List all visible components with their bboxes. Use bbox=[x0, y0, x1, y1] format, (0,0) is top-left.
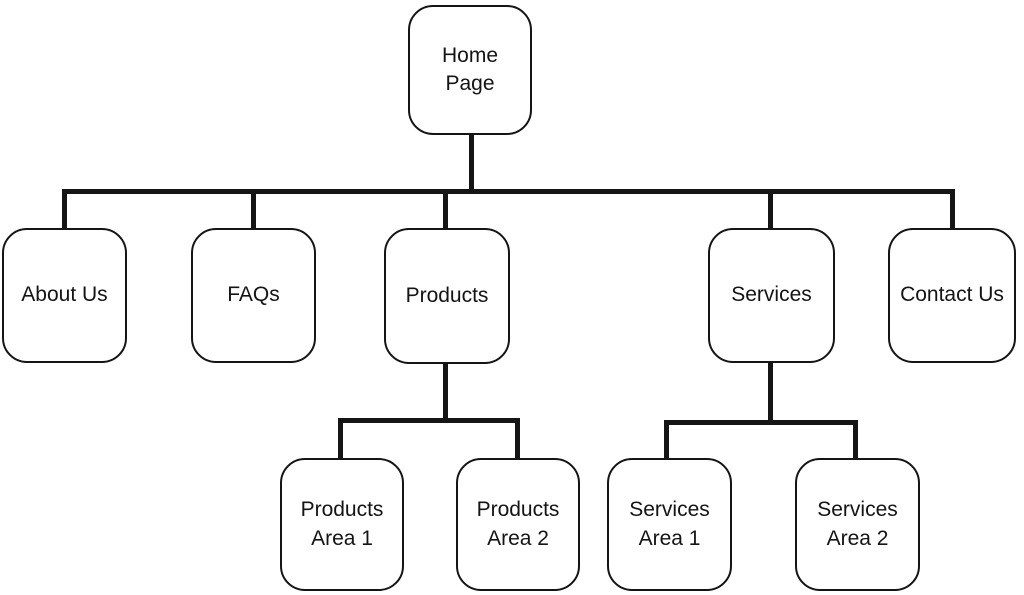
node-services-area-1: Services Area 1 bbox=[607, 458, 732, 591]
connector-products-horizontal bbox=[338, 418, 520, 423]
node-products-area-1: Products Area 1 bbox=[280, 458, 404, 591]
connector-services-horizontal bbox=[664, 420, 858, 425]
node-about-us: About Us bbox=[2, 228, 127, 363]
connector-main-horizontal bbox=[62, 189, 955, 194]
node-faqs-label: FAQs bbox=[227, 283, 280, 307]
node-about-us-label: About Us bbox=[21, 283, 108, 307]
node-products-label: Products bbox=[405, 283, 489, 307]
node-products-area-2: Products Area 2 bbox=[456, 458, 580, 591]
node-services-area-2: Services Area 2 bbox=[795, 458, 920, 591]
connector-services-area1-drop bbox=[664, 420, 669, 460]
node-services-label: Services bbox=[731, 283, 812, 307]
node-services-area-1-label: Services Area 1 bbox=[629, 498, 710, 550]
connector-services-stem bbox=[768, 362, 773, 424]
node-home-page: Home Page bbox=[408, 5, 532, 135]
connector-home-drop bbox=[469, 133, 474, 193]
node-home-page-label: Home Page bbox=[441, 43, 499, 95]
connector-faqs-drop bbox=[251, 189, 256, 230]
connector-products-stem bbox=[443, 362, 448, 422]
node-contact-us: Contact Us bbox=[888, 228, 1016, 363]
node-products-area-1-label: Products Area 1 bbox=[300, 498, 384, 550]
node-products: Products bbox=[384, 228, 510, 364]
connector-products-area1-drop bbox=[338, 418, 343, 460]
connector-products-area2-drop bbox=[515, 418, 520, 460]
connector-services-area2-drop bbox=[853, 420, 858, 460]
node-products-area-2-label: Products Area 2 bbox=[476, 498, 560, 550]
node-services: Services bbox=[708, 228, 835, 363]
connector-contact-drop bbox=[950, 189, 955, 230]
connector-services-drop bbox=[768, 189, 773, 230]
node-faqs: FAQs bbox=[191, 228, 316, 363]
connector-about-drop bbox=[62, 189, 67, 230]
connector-products-drop bbox=[443, 189, 448, 230]
node-contact-us-label: Contact Us bbox=[900, 283, 1004, 307]
node-services-area-2-label: Services Area 2 bbox=[817, 498, 898, 550]
